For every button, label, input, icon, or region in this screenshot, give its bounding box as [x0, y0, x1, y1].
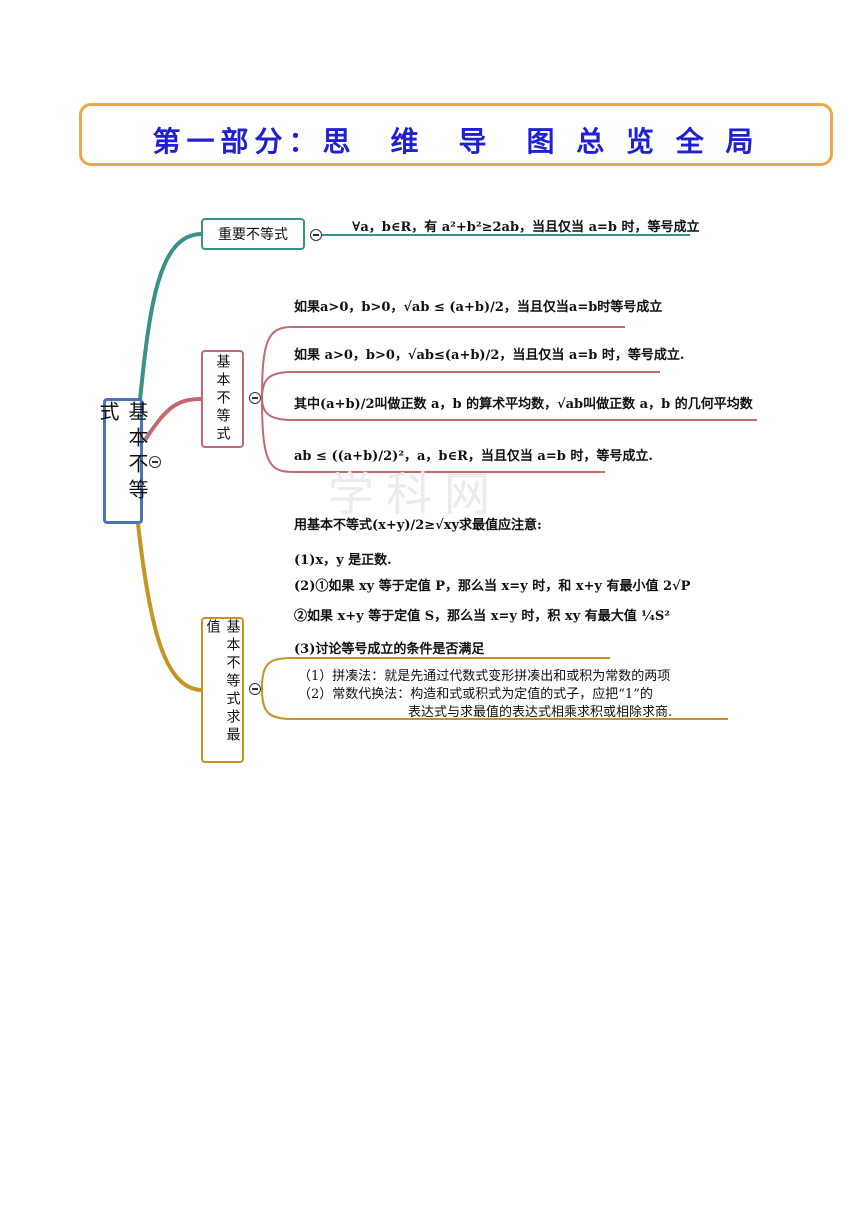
branch-label: 重要不等式 — [218, 227, 288, 243]
leaf-text: （1）拼凑法：就是先通过代数式变形拼凑出和或积为常数的两项 — [298, 669, 671, 684]
leaf-curve-2d — [261, 397, 605, 473]
leaf-text: 用基本不等式(x+y)/2≥√xy求最值应注意: — [294, 518, 542, 533]
branch-node-basic-inequality[interactable]: 基本不等式 — [201, 350, 244, 448]
root-node-label: 基本不等式 — [96, 401, 149, 505]
collapse-icon[interactable] — [310, 229, 322, 241]
root-node[interactable]: 基本不等式 — [96, 398, 149, 524]
leaf-curve-2a — [261, 326, 625, 399]
leaf-text: (2)①如果 xy 等于定值 P，那么当 x=y 时，和 x+y 有最小值 2√… — [294, 579, 691, 594]
leaf-curve-3a — [261, 657, 610, 690]
branch-label: 基本不等式求最值 — [204, 619, 241, 745]
leaf-text: (3)讨论等号成立的条件是否满足 — [294, 642, 485, 657]
branch-node-extremum[interactable]: 基本不等式求最值 — [201, 617, 244, 763]
leaf-text: ②如果 x+y 等于定值 S，那么当 x=y 时，积 xy 有最大值 ¼S² — [294, 609, 670, 624]
leaf-text: 如果a>0，b>0，√ab ≤ (a+b)/2，当且仅当a=b时等号成立 — [294, 300, 663, 315]
leaf-text: ab ≤ ((a+b)/2)²，a，b∈R，当且仅当 a=b 时，等号成立. — [294, 449, 653, 464]
connector-branch-3 — [136, 523, 202, 692]
leaf-text: 如果 a>0，b>0，√ab≤(a+b)/2，当且仅当 a=b 时，等号成立. — [294, 348, 685, 363]
title-frame: 第一部分：思 维 导 图 总 览 全 局 — [79, 103, 833, 166]
page-title: 第一部分：思 维 导 图 总 览 全 局 — [152, 125, 760, 158]
collapse-icon[interactable] — [249, 683, 261, 695]
branch-node-important-inequality[interactable]: 重要不等式 — [201, 218, 305, 250]
leaf-curve-2b — [261, 371, 660, 399]
leaf-text: 表达式与求最值的表达式相乘求积或相除求商. — [408, 705, 673, 720]
connector-branch-2 — [143, 397, 202, 442]
leaf-text: (1)x，y 是正数. — [294, 553, 392, 568]
connector-branch-1 — [138, 232, 202, 401]
leaf-curve-3b — [261, 688, 728, 720]
collapse-icon[interactable] — [249, 392, 261, 404]
leaf-text: （2）常数代换法：构造和式或积式为定值的式子，应把“1”的 — [298, 687, 653, 702]
branch-label: 基本不等式 — [214, 354, 231, 444]
watermark: 学科网 — [328, 467, 502, 521]
leaf-text: 其中(a+b)/2叫做正数 a，b 的算术平均数，√ab叫做正数 a，b 的几何… — [294, 397, 753, 412]
leaf-text: ∀a，b∈R，有 a²+b²≥2ab，当且仅当 a=b 时，等号成立 — [352, 220, 700, 235]
collapse-icon[interactable] — [149, 456, 161, 468]
